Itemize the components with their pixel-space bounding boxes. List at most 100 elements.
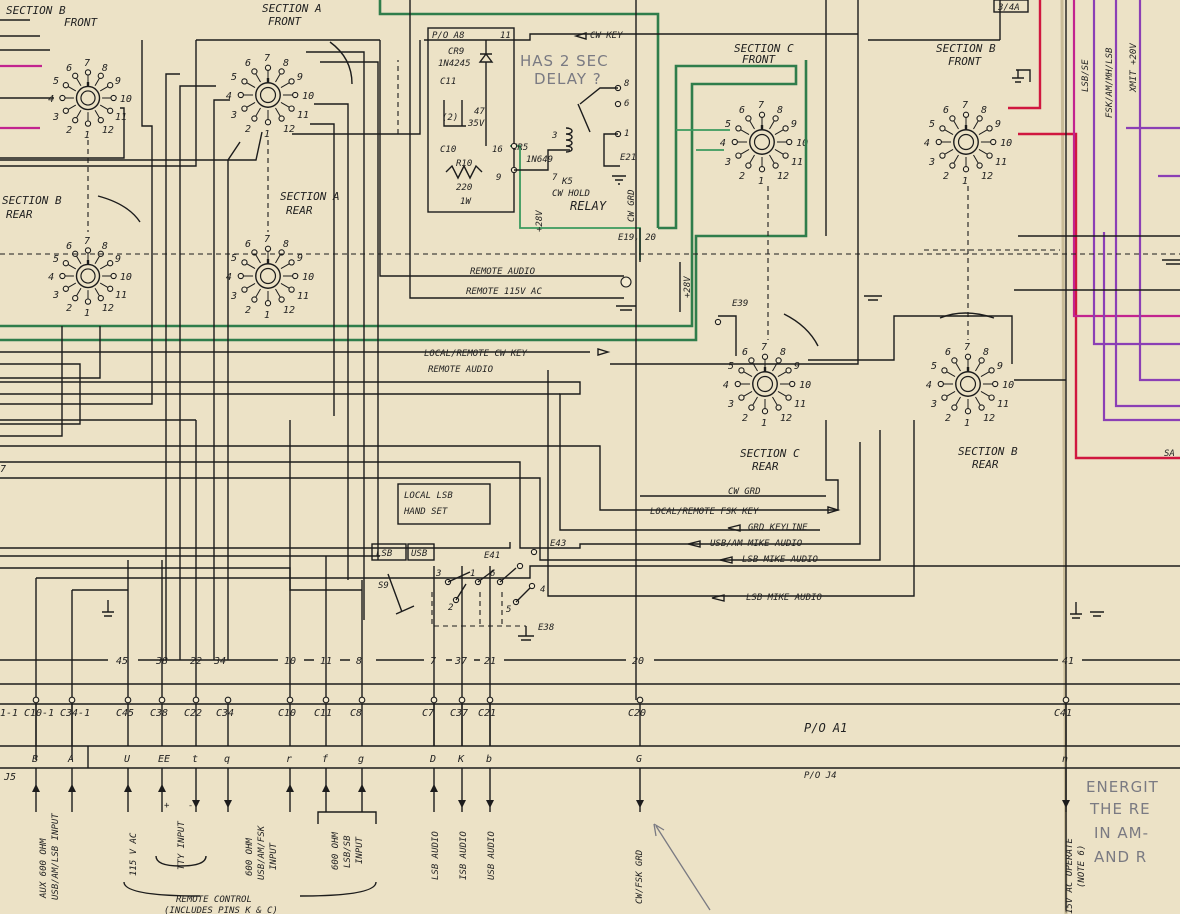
- contact-5: 5: [506, 605, 511, 615]
- arrow: [597, 348, 611, 356]
- wafer-contact: [107, 107, 114, 114]
- label-lsb-mike-1: LSB MIKE AUDIO: [742, 555, 818, 565]
- wafer-pin-label: 3: [230, 291, 237, 302]
- wafer-contact: [745, 162, 752, 169]
- cr5-part: 1N649: [526, 155, 553, 165]
- j4-pin-label: n: [1062, 754, 1068, 765]
- label-local-remote-fsk: LOCAL/REMOTE FSK KEY: [650, 507, 759, 517]
- wire-remote-115v: [409, 0, 624, 299]
- k5-contact: [577, 103, 591, 133]
- wafer-contact: [241, 105, 248, 112]
- wafer-pin-label: 2: [742, 413, 748, 424]
- wire-142: [0, 40, 153, 405]
- c11-voltage: 35V: [467, 119, 485, 129]
- label-remote-115v: REMOTE 115V AC: [466, 287, 542, 297]
- sw-lsb-box: [371, 543, 407, 561]
- wafer-pin-label: 2: [739, 171, 745, 182]
- switch-shaft-dashes: [87, 140, 1060, 340]
- bottom-operate-2: (NOTE 6): [1077, 845, 1087, 888]
- wafer-pin-label: 6: [66, 241, 72, 252]
- wafer-pin-label: 10: [302, 272, 314, 283]
- wafer-contact: [986, 152, 993, 159]
- label-grd-keyline: GRD KEYLINE: [748, 523, 808, 533]
- wafer-contact: [939, 152, 946, 159]
- wafer-contact: [107, 82, 114, 89]
- capacitor-node: [124, 696, 132, 704]
- capacitor-label: C38: [150, 708, 168, 719]
- relay-terminal-7: 7: [552, 173, 558, 183]
- wafer-contact: [288, 286, 295, 293]
- contact-4: 4: [540, 585, 545, 595]
- wafer-contact: [84, 69, 92, 76]
- wafer-pin-label: 12: [983, 413, 995, 424]
- wire-remote-audio-2: [0, 381, 820, 531]
- sc-rear-title: SECTION C: [740, 447, 800, 460]
- relay-contacts: [579, 87, 620, 167]
- wafer-pin-label: 11: [791, 157, 803, 168]
- wafer-pin-label: 6: [739, 105, 745, 116]
- ground-symbol: [102, 600, 114, 617]
- wafer-contact: [785, 367, 792, 374]
- label-cw-grd: CW GRD: [728, 487, 761, 497]
- relay-terminal-8: 8: [624, 79, 629, 89]
- wafer-pin-label: 1: [758, 176, 764, 187]
- bottom-tty: TTY INPUT: [177, 821, 187, 870]
- wafer-contact: [735, 152, 742, 159]
- wafer-hub: [957, 133, 975, 151]
- capacitor-node: [158, 696, 166, 704]
- wafer-pin-label: 12: [981, 171, 993, 182]
- wafer-pin-label: 10: [1002, 380, 1014, 391]
- sa-rear-title: SECTION A: [280, 190, 340, 203]
- capacitor-label: C10: [278, 708, 296, 719]
- wafer-pin-label: 7: [761, 342, 767, 353]
- bus-number: 41: [1062, 656, 1074, 667]
- label-e39: E39: [732, 299, 748, 309]
- magenta-trace-right: [1072, 0, 1180, 318]
- relay-terminal-16: 16: [492, 145, 503, 155]
- wire-228: [227, 141, 241, 660]
- label-lsb-mike-2: LSB MIKE AUDIO: [746, 593, 822, 603]
- wafer-contact: [62, 285, 69, 292]
- capacitor-label: C7: [422, 708, 434, 719]
- label-cw-grd-vertical: CW GRD: [627, 189, 637, 222]
- wafer-pin-label: 3: [928, 157, 935, 168]
- wafer-contact: [976, 115, 983, 122]
- wafer-contact: [288, 78, 295, 85]
- relay-node: [510, 142, 518, 150]
- cr5-label: CR5: [512, 143, 528, 153]
- wafer-contact: [785, 394, 792, 401]
- label-28v: +28V: [683, 276, 693, 298]
- wafer-contact: [107, 260, 114, 267]
- wafer-pin-label: 5: [231, 72, 237, 83]
- bottom-lsb600-3: INPUT: [355, 836, 365, 864]
- wafer-pin-label: 12: [777, 171, 789, 182]
- j4-pin-label: r: [286, 754, 292, 765]
- wafer-pin-label: 6: [245, 58, 251, 69]
- wafer-pin-label: 1: [84, 130, 90, 141]
- wire-166: [165, 73, 180, 660]
- wafer-pin-label: 3: [724, 157, 731, 168]
- wafer-pin-label: 9: [115, 254, 121, 265]
- board-a1-label: P/O A1: [804, 721, 847, 735]
- wire-cw-key: [424, 33, 858, 41]
- wafer-pin-label: 4: [226, 91, 232, 102]
- wafer-contact: [758, 111, 766, 118]
- wire-420: [292, 40, 421, 135]
- wafer-contact: [97, 117, 104, 124]
- wafer-contact: [62, 82, 69, 89]
- wire-usb-am: [0, 430, 881, 561]
- wafer-contact: [110, 272, 117, 280]
- wafer-pin-label: 10: [120, 94, 132, 105]
- j4-pin-label: f: [322, 754, 329, 765]
- sb2-front-subtitle: FRONT: [948, 55, 982, 68]
- pin-direction-arrow: [1062, 800, 1070, 808]
- wafer-pin-label: 7: [264, 234, 270, 245]
- wire-72: [71, 589, 128, 760]
- bus-number: 34: [213, 656, 226, 667]
- wafer-pin-label: 5: [53, 254, 59, 265]
- bottom-remote-control: REMOTE CONTROL: [176, 895, 252, 905]
- s9-mech-link: [431, 592, 526, 627]
- wafer-contact: [964, 353, 972, 360]
